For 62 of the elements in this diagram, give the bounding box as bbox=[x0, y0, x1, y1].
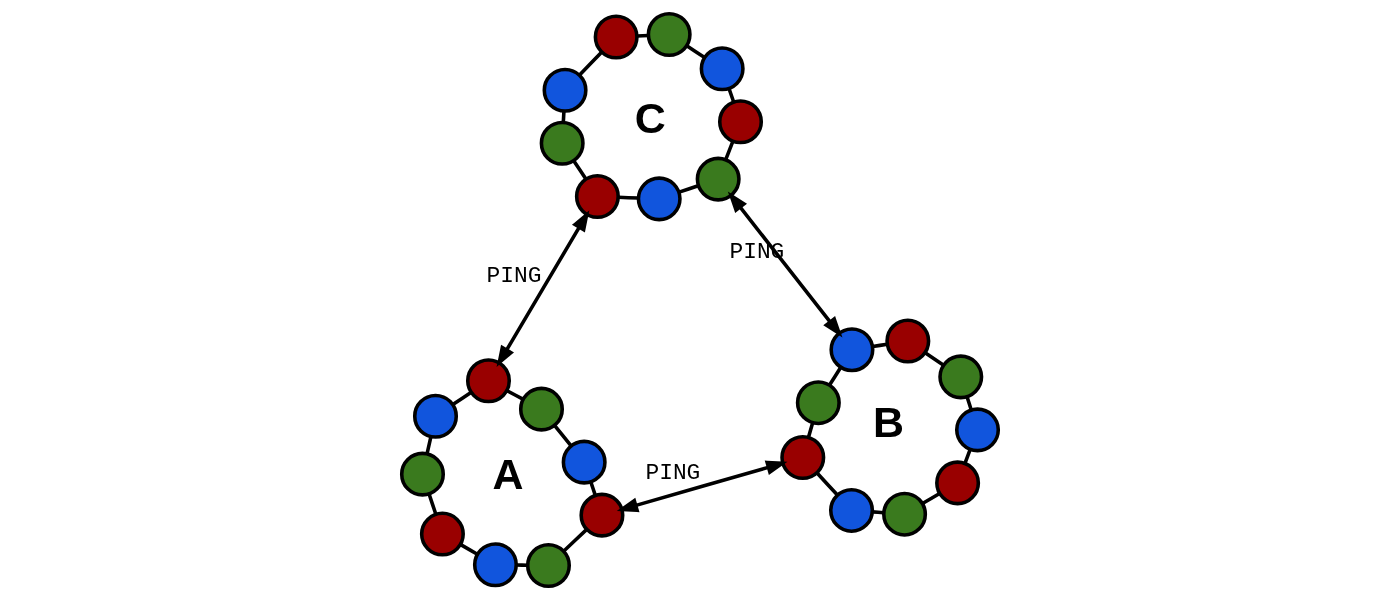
connector bbox=[828, 366, 843, 386]
node-circle bbox=[699, 46, 745, 92]
node-circle bbox=[882, 491, 928, 537]
connector bbox=[872, 510, 884, 515]
connector bbox=[806, 422, 815, 438]
node-circle bbox=[472, 542, 518, 588]
connector bbox=[562, 528, 588, 553]
connector bbox=[516, 563, 528, 567]
connector bbox=[578, 50, 604, 77]
connector bbox=[637, 33, 649, 38]
connector bbox=[572, 159, 588, 181]
node-circle bbox=[542, 67, 588, 113]
node-circle bbox=[399, 451, 446, 497]
connector bbox=[561, 110, 566, 123]
connector bbox=[451, 391, 472, 407]
arrow bbox=[727, 191, 843, 338]
node-circle bbox=[829, 487, 875, 533]
node-circle bbox=[955, 407, 1001, 453]
connector bbox=[963, 448, 972, 464]
connector bbox=[724, 140, 735, 161]
connector bbox=[459, 543, 478, 556]
node-circle bbox=[539, 120, 585, 166]
node-circle bbox=[795, 380, 841, 426]
connector bbox=[506, 389, 524, 401]
node-circle bbox=[935, 460, 981, 506]
node-circle bbox=[938, 354, 984, 400]
label: C bbox=[634, 93, 666, 142]
node-circle bbox=[695, 156, 741, 202]
connector bbox=[678, 184, 699, 194]
node-circle bbox=[717, 99, 764, 145]
connector bbox=[427, 493, 438, 515]
connector bbox=[815, 471, 839, 497]
connector bbox=[924, 351, 945, 367]
node-circle bbox=[525, 542, 571, 588]
node-circle bbox=[780, 434, 826, 481]
connector bbox=[686, 44, 706, 59]
node-circle bbox=[561, 439, 607, 485]
node-circle bbox=[829, 327, 875, 373]
arrow bbox=[496, 210, 590, 368]
connector bbox=[872, 342, 888, 349]
edge-label: PING bbox=[645, 460, 701, 487]
node-circle bbox=[579, 492, 625, 538]
label: A bbox=[492, 449, 524, 498]
node-circle bbox=[518, 386, 565, 432]
connector bbox=[589, 481, 597, 496]
node-circle bbox=[885, 318, 931, 364]
label: B bbox=[872, 398, 904, 447]
connector bbox=[553, 424, 573, 447]
node-circle bbox=[412, 393, 459, 439]
node-circle bbox=[419, 511, 465, 557]
node-circle bbox=[574, 173, 620, 220]
connector bbox=[965, 396, 973, 411]
node-circle bbox=[593, 14, 639, 60]
node-circle bbox=[646, 12, 692, 58]
arrow bbox=[616, 460, 788, 513]
connector bbox=[921, 491, 941, 506]
node-circle bbox=[636, 176, 682, 222]
connector bbox=[618, 195, 639, 200]
edge-label: PING bbox=[486, 262, 542, 289]
connector bbox=[425, 436, 433, 455]
connector bbox=[727, 87, 736, 103]
node-circle bbox=[465, 358, 512, 404]
